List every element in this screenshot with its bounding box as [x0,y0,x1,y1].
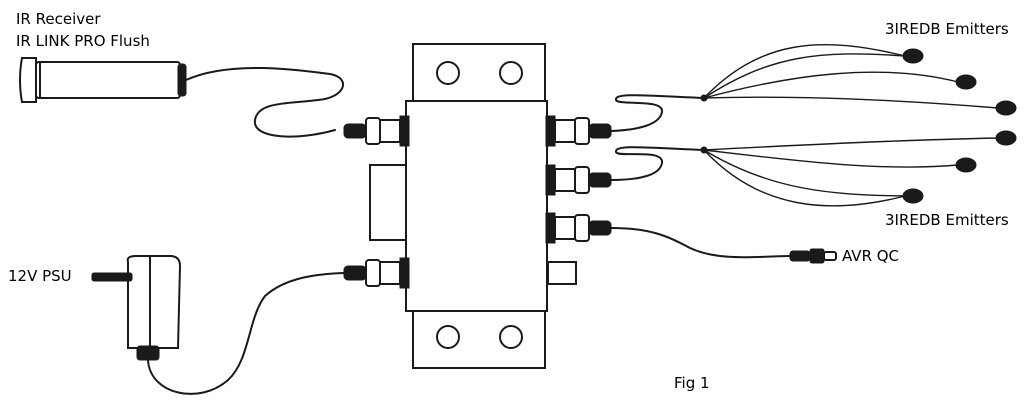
avr-label: AVR QC [842,247,900,265]
emitter-fan-bottom [700,137,999,207]
hub-connector-power-in [343,257,410,289]
psu-adapter-icon [91,255,182,361]
figure-caption: Fig 1 [674,374,710,392]
emitter-icon [902,48,924,64]
emitter-cable-bottom [610,146,705,181]
emitter-fan-top [700,44,999,109]
hub-connector-out-2 [545,164,612,196]
hub-connector-ir-in [343,115,410,147]
ir-link-pro-label: IR LINK PRO Flush [16,32,150,50]
psu-cable [147,272,345,395]
hub-connector-out-1 [545,115,612,147]
emitters-bottom-label: 3IREDB Emitters [885,211,1009,229]
avr-plug-icon [789,248,837,264]
avr-cable [610,227,791,259]
emitters-top-label: 3IREDB Emitters [885,20,1009,38]
emitter-icon [995,130,1017,146]
emitter-icon [902,188,924,204]
ir-receiver-icon [19,57,187,103]
hub-connector-out-3 [545,212,612,244]
psu-label: 12V PSU [8,267,72,285]
emitter-icon [955,157,977,173]
hub-unit [369,43,577,369]
emitter-icon [995,100,1017,116]
emitter-cable-top [610,94,705,132]
ir-receiver-label: IR Receiver [16,10,101,28]
receiver-cable [185,66,344,138]
emitter-icon [955,74,977,90]
